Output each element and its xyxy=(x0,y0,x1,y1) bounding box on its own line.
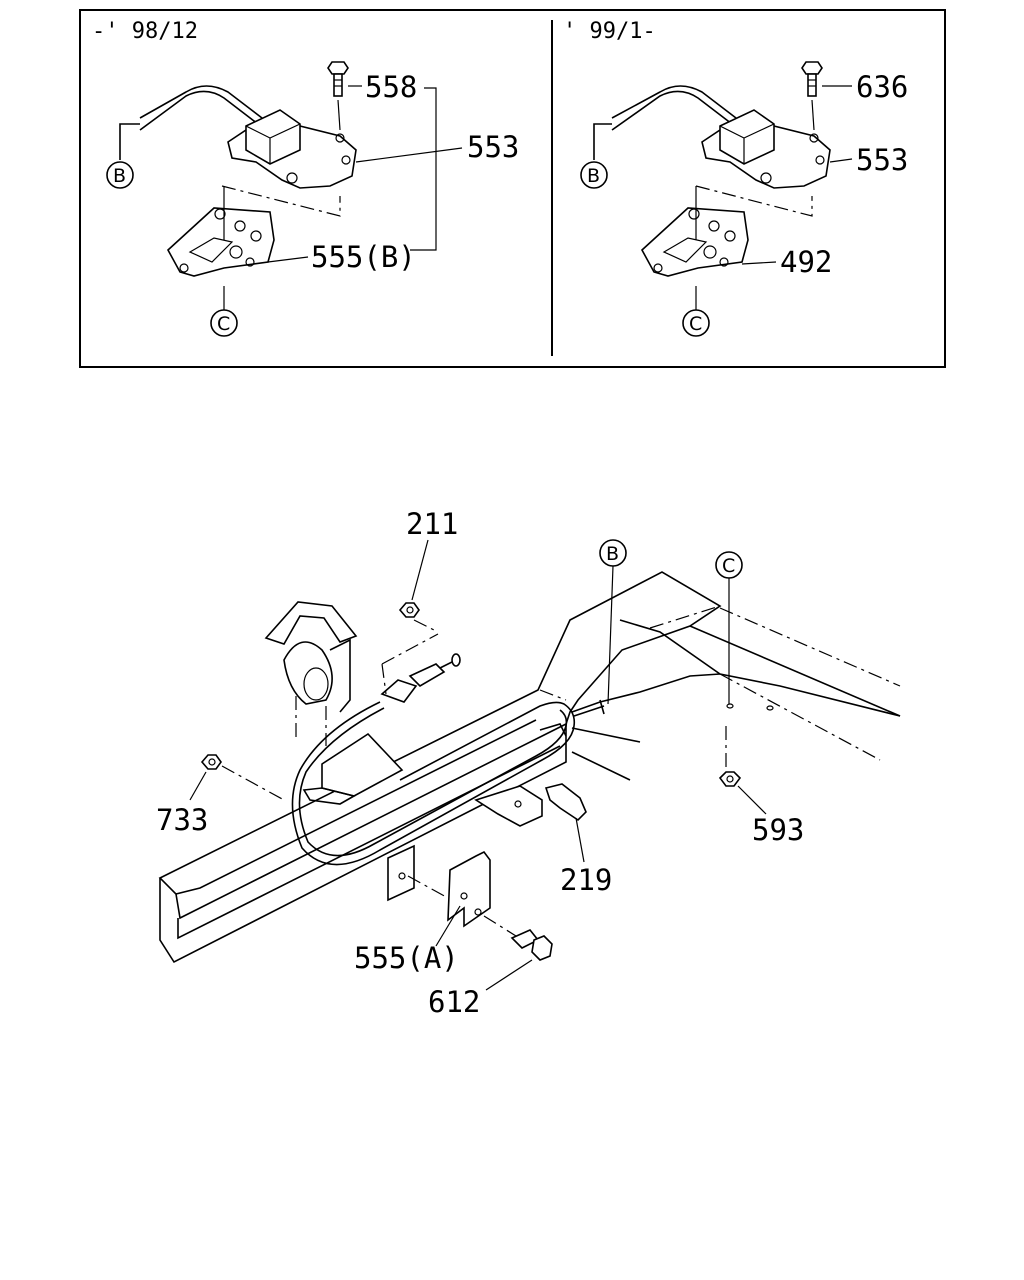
bolt-636-icon xyxy=(801,61,823,131)
cable-b-left xyxy=(119,85,263,160)
svg-text:B: B xyxy=(587,165,600,187)
label-558: 558 xyxy=(365,70,417,104)
label-612: 612 xyxy=(428,985,480,1019)
label-553-right: 553 xyxy=(856,143,908,177)
inset-right: ' 99/1- B xyxy=(563,19,908,337)
plate-492-icon xyxy=(640,186,749,277)
label-492: 492 xyxy=(780,245,832,279)
inset-frame xyxy=(79,9,946,368)
bolt-612-icon xyxy=(483,915,553,991)
label-733: 733 xyxy=(156,803,208,837)
svg-text:B: B xyxy=(113,165,126,187)
alignment-line-left xyxy=(221,185,341,217)
cross-member xyxy=(539,605,901,781)
label-219: 219 xyxy=(560,863,612,897)
ref-circle-c-left: C xyxy=(210,309,238,337)
ref-circle-b-main: B xyxy=(599,539,627,705)
bracket-553-right-icon xyxy=(701,109,831,189)
nut-733-icon xyxy=(189,754,285,801)
ref-circle-c-right: C xyxy=(682,309,710,337)
svg-text:C: C xyxy=(722,555,735,577)
label-555a: 555(A) xyxy=(354,941,459,975)
label-555b: 555(B) xyxy=(311,240,416,274)
inset-left: -' 98/12 B xyxy=(92,19,519,337)
bracket-555a-icon xyxy=(387,844,491,947)
main-assembly: 211 B C 593 733 xyxy=(156,507,901,1019)
bracket-553-left-icon xyxy=(227,109,357,189)
frame-rail xyxy=(158,571,722,964)
label-553-left: 553 xyxy=(467,130,519,164)
plate-555b-icon xyxy=(166,186,275,277)
nut-593-icon xyxy=(718,726,767,815)
inset-left-header: -' 98/12 xyxy=(92,19,198,44)
svg-text:C: C xyxy=(217,313,230,335)
label-636: 636 xyxy=(856,70,908,104)
svg-text:C: C xyxy=(689,313,702,335)
ref-circle-c-main: C xyxy=(715,551,774,711)
label-593: 593 xyxy=(752,813,804,847)
nut-211-icon xyxy=(398,539,439,633)
bolt-558-icon xyxy=(327,61,349,131)
alignment-line-right xyxy=(695,185,813,217)
clip-219-icon xyxy=(474,783,587,863)
svg-text:B: B xyxy=(606,543,619,565)
brake-cable xyxy=(291,633,605,866)
inset-right-header: ' 99/1- xyxy=(563,19,656,44)
mount-bracket xyxy=(264,601,404,805)
cable-b-right xyxy=(593,85,737,160)
label-211: 211 xyxy=(406,507,458,541)
ref-circle-b-right: B xyxy=(580,161,608,189)
ref-circle-b-left: B xyxy=(106,161,134,189)
